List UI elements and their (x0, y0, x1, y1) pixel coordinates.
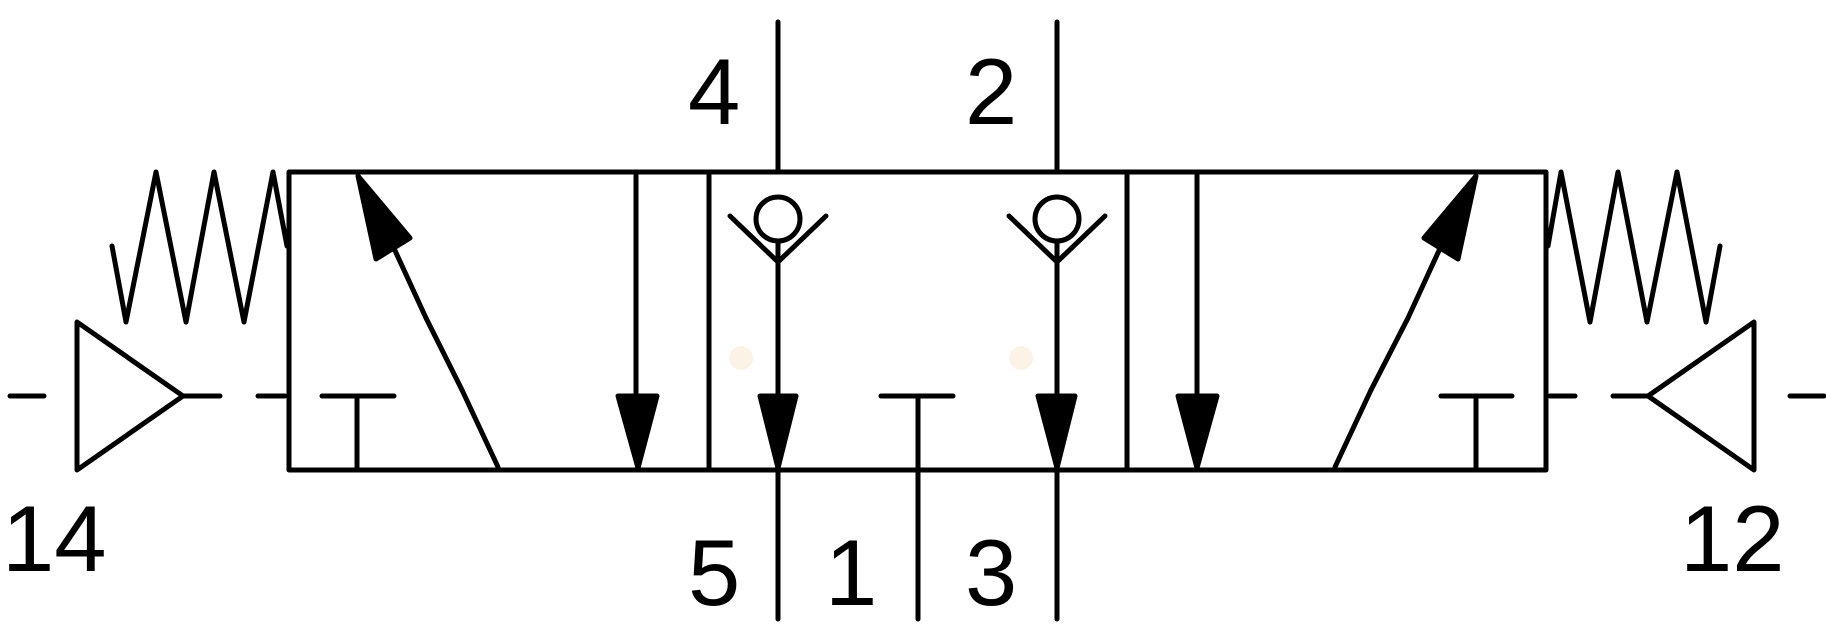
arrow-icon (615, 169, 660, 471)
arrow-icon (1332, 173, 1479, 470)
left-envelope (319, 169, 660, 473)
port-labels: 4 2 5 1 3 14 12 (2, 39, 1785, 625)
middle-envelope (727, 194, 1108, 473)
port-label-2: 2 (965, 39, 1017, 144)
pilot-triangle-icon (7, 319, 288, 473)
right-envelope (1175, 169, 1515, 473)
port-label-4: 4 (688, 39, 740, 144)
center-dot-left (729, 346, 753, 370)
port-label-3: 3 (965, 520, 1017, 625)
arrow-icon (757, 238, 799, 471)
port-label-12: 12 (1680, 486, 1785, 591)
spring-icon (109, 169, 290, 325)
spring-icon (1545, 169, 1723, 325)
pilot-triangle-icon (1547, 319, 1826, 473)
blocked-port-icon (1438, 393, 1515, 473)
port-lines (775, 19, 1060, 622)
port-label-14: 14 (2, 486, 107, 591)
arrow-icon (1175, 169, 1220, 471)
center-dot-right (1009, 346, 1033, 370)
blocked-port-icon (878, 393, 956, 473)
arrow-icon (1035, 238, 1078, 471)
port-label-5: 5 (688, 520, 740, 625)
arrow-icon (355, 173, 501, 470)
blocked-port-icon (319, 393, 397, 473)
port-label-1: 1 (825, 520, 877, 625)
